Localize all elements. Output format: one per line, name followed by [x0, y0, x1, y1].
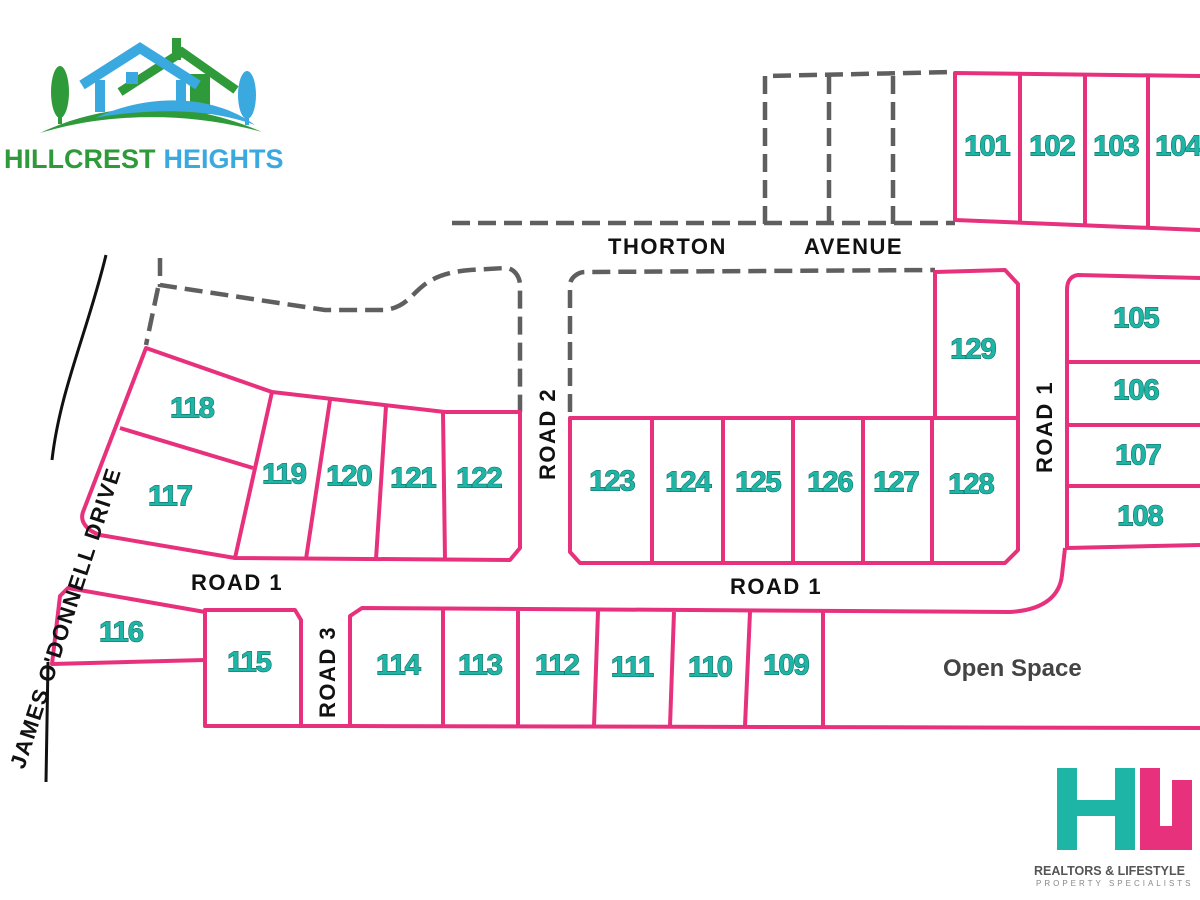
lot-110[interactable]: 110 — [688, 651, 734, 684]
road-1-left-label: ROAD 1 — [191, 570, 283, 595]
realtors-lifestyle-logo: REALTORS & LIFESTYLE PROPERTY SPECIALIST… — [1034, 768, 1194, 888]
lot-104[interactable]: 104 — [1155, 130, 1200, 163]
lot-128[interactable]: 128 — [948, 468, 996, 501]
brand-name-heights: HEIGHTS — [164, 144, 284, 174]
thorton-label: THORTON — [608, 234, 727, 259]
lot-boundaries — [50, 71, 1200, 730]
lot-103[interactable]: 103 — [1093, 130, 1141, 163]
lot-127[interactable]: 127 — [873, 466, 920, 499]
lot-105[interactable]: 105 — [1113, 302, 1161, 335]
lot-123[interactable]: 123 — [589, 465, 637, 498]
lot-117[interactable]: 117 — [148, 480, 194, 513]
hl-logo-icon — [1057, 768, 1192, 850]
lot-120[interactable]: 120 — [326, 460, 373, 493]
james-odonnell-drive-edge-lower — [44, 661, 50, 783]
lot-102[interactable]: 102 — [1029, 130, 1076, 163]
lot-118[interactable]: 118 — [170, 392, 217, 425]
lot-113[interactable]: 113 — [458, 649, 505, 682]
lot-108[interactable]: 108 — [1117, 500, 1165, 533]
james-odonnell-drive-edge — [50, 254, 108, 461]
lot-121[interactable]: 121 — [390, 462, 438, 495]
lot-numbers: 101 102 103 104 105 106 107 108 109 110 … — [99, 130, 1200, 684]
lot-125[interactable]: 125 — [735, 466, 783, 499]
lot-101[interactable]: 101 — [964, 130, 1012, 163]
lot-116[interactable]: 116 — [99, 616, 146, 649]
lot-112[interactable]: 112 — [535, 649, 581, 682]
agency-tagline: REALTORS & LIFESTYLE — [1034, 864, 1185, 878]
lot-119[interactable]: 119 — [262, 458, 309, 491]
lot-115[interactable]: 115 — [227, 646, 274, 679]
road-3-label: ROAD 3 — [315, 626, 340, 718]
lot-122[interactable]: 122 — [456, 462, 503, 495]
agency-subtitle: PROPERTY SPECIALISTS — [1036, 879, 1194, 888]
road-1-right-label: ROAD 1 — [1032, 381, 1057, 473]
lot-129[interactable]: 129 — [950, 333, 998, 366]
lot-126[interactable]: 126 — [807, 466, 855, 499]
road-1-middle-label: ROAD 1 — [730, 574, 822, 599]
lot-124[interactable]: 124 — [665, 466, 713, 499]
house-logo-icon — [40, 38, 262, 133]
future-boundaries — [143, 69, 956, 412]
lot-107[interactable]: 107 — [1115, 439, 1162, 472]
lot-114[interactable]: 114 — [376, 649, 423, 682]
lot-111[interactable]: 111 — [610, 651, 655, 684]
avenue-label: AVENUE — [804, 234, 903, 259]
lot-109[interactable]: 109 — [763, 649, 811, 682]
hillcrest-heights-logo: HILLCREST HEIGHTS — [4, 38, 284, 174]
brand-name-hillcrest: HILLCREST — [4, 144, 156, 174]
road-2-label: ROAD 2 — [535, 388, 560, 480]
lot-106[interactable]: 106 — [1113, 374, 1161, 407]
open-space-label: Open Space — [943, 655, 1082, 682]
